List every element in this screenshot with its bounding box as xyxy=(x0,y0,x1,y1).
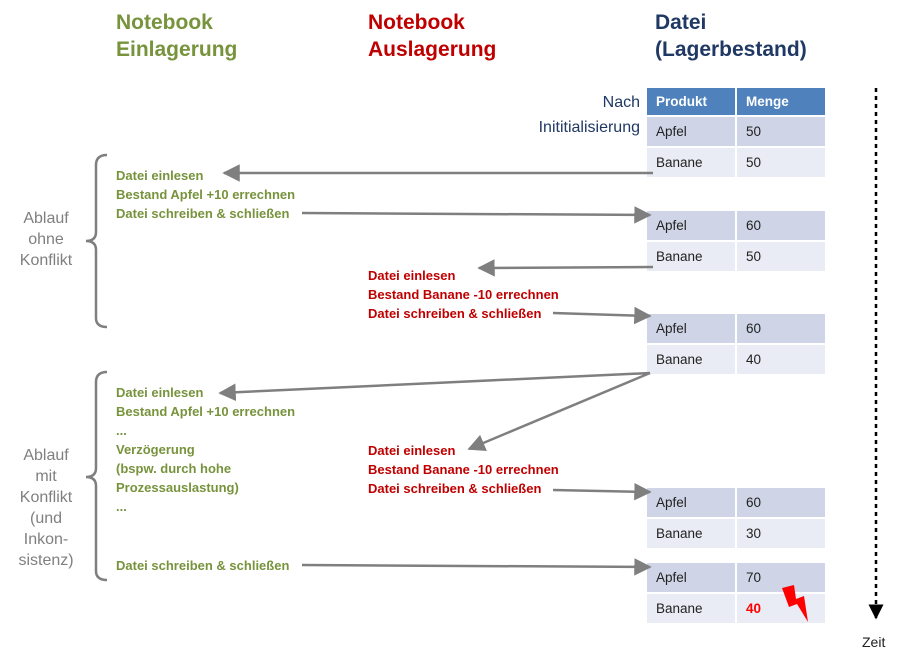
cell-produkt: Banane xyxy=(647,519,735,548)
cell-menge: 70 xyxy=(735,563,825,592)
arrow-write-2 xyxy=(552,306,652,325)
arrow-read-3-red xyxy=(467,371,651,451)
lightning-warning-icon xyxy=(782,585,808,622)
init-label-line2: Inititialisierung xyxy=(538,119,640,136)
side-label-mit-konflikt: Ablauf mit Konflikt (und Inkon- sistenz) xyxy=(10,445,82,571)
side-label-ohne-line1: Ablauf xyxy=(23,210,69,227)
cell-produkt: Banane xyxy=(647,594,735,623)
cell-menge: 50 xyxy=(735,117,825,146)
cell-menge: 60 xyxy=(735,314,825,343)
time-axis-label: Zeit xyxy=(862,634,886,650)
arrow-write-3-green xyxy=(301,558,652,576)
cell-produkt: Banane xyxy=(647,242,735,271)
arrow-read-2 xyxy=(477,259,654,277)
side-label-mit-line6: sistenz) xyxy=(18,552,74,569)
header-einlagerung: Notebook Einlagerung xyxy=(116,9,237,63)
step-text: Verzögerung xyxy=(116,442,195,457)
side-label-mit-line3: Konflikt xyxy=(19,489,73,506)
column-header-menge: Menge xyxy=(735,88,825,115)
table-row: Apfel 60 xyxy=(647,488,825,517)
cell-menge: 60 xyxy=(735,488,825,517)
table-row: Apfel 70 xyxy=(647,563,825,592)
arrow-write-3-red xyxy=(552,482,652,501)
step-text: Datei schreiben & schließen xyxy=(368,306,542,321)
header-einlagerung-line2: Einlagerung xyxy=(116,38,238,61)
step-text: Prozessauslastung) xyxy=(116,480,239,495)
step-text: Datei einlesen xyxy=(368,268,456,283)
steps-ohne-einlagerung: Datei einlesen Bestand Apfel +10 errechn… xyxy=(116,166,295,223)
table-row: Banane 30 xyxy=(647,517,825,548)
cell-produkt: Apfel xyxy=(647,117,735,146)
arrow-read-3-green xyxy=(218,371,651,402)
header-auslagerung: Notebook Auslagerung xyxy=(368,9,496,63)
step-text: (bspw. durch hohe xyxy=(116,461,232,476)
table-row: Banane 40 xyxy=(647,592,825,623)
side-label-mit-line2: mit xyxy=(35,468,57,485)
table-state-2: Apfel 60 Banane 40 xyxy=(647,314,825,374)
steps-mit-auslagerung: Datei einlesen Bestand Banane -10 errech… xyxy=(368,441,559,498)
step-text: Datei schreiben & schließen xyxy=(368,481,542,496)
steps-ohne-auslagerung: Datei einlesen Bestand Banane -10 errech… xyxy=(368,266,559,323)
step-text: ... xyxy=(116,499,127,514)
table-state-1: Apfel 60 Banane 50 xyxy=(647,211,825,271)
side-label-mit-line1: Ablauf xyxy=(23,447,69,464)
table-row: Banane 40 xyxy=(647,343,825,374)
step-text: Bestand Banane -10 errechnen xyxy=(368,287,559,302)
cell-produkt: Apfel xyxy=(647,314,735,343)
table-state-4: Apfel 70 Banane 40 xyxy=(647,563,825,623)
cell-produkt: Apfel xyxy=(647,211,735,240)
table-state-3: Apfel 60 Banane 30 xyxy=(647,488,825,548)
step-text: Datei einlesen xyxy=(116,385,204,400)
cell-menge-inconsistent: 40 xyxy=(735,594,825,623)
init-label: Nach Inititialisierung xyxy=(539,90,640,140)
init-label-line1: Nach xyxy=(602,94,640,111)
step-text: Bestand Apfel +10 errechnen xyxy=(116,187,296,202)
cell-menge: 30 xyxy=(735,519,825,548)
table-row: Banane 50 xyxy=(647,146,825,177)
cell-produkt: Apfel xyxy=(647,488,735,517)
step-text: Datei schreiben & schließen xyxy=(116,206,290,221)
step-text: ... xyxy=(116,423,127,438)
cell-menge: 60 xyxy=(735,211,825,240)
cell-produkt: Banane xyxy=(647,345,735,374)
header-einlagerung-line1: Notebook xyxy=(116,11,213,34)
cell-produkt: Banane xyxy=(647,148,735,177)
cell-menge: 50 xyxy=(735,148,825,177)
header-datei: Datei (Lagerbestand) xyxy=(655,9,807,63)
step-text: Bestand Apfel +10 errechnen xyxy=(116,404,296,419)
table-row: Apfel 60 xyxy=(647,314,825,343)
step-text: Bestand Banane -10 errechnen xyxy=(368,462,559,477)
side-label-ohne-konflikt: Ablauf ohne Konflikt xyxy=(10,208,82,271)
cell-menge: 50 xyxy=(735,242,825,271)
step-text: Datei einlesen xyxy=(368,443,456,458)
step-text: Datei einlesen xyxy=(116,168,204,183)
arrow-write-1 xyxy=(301,206,652,224)
step-text: Datei schreiben & schließen xyxy=(116,558,290,573)
column-header-produkt: Produkt xyxy=(647,88,735,115)
table-row: Banane 50 xyxy=(647,240,825,271)
steps-mit-einlagerung: Datei einlesen Bestand Apfel +10 errechn… xyxy=(116,383,295,516)
table-initial: Produkt Menge Apfel 50 Banane 50 xyxy=(647,88,825,177)
side-label-ohne-line2: ohne xyxy=(28,231,64,248)
header-datei-line2: (Lagerbestand) xyxy=(655,38,807,61)
header-datei-line1: Datei xyxy=(655,11,707,34)
bracket-ohne-konflikt xyxy=(85,153,108,329)
bracket-mit-konflikt xyxy=(85,370,108,582)
table-row: Apfel 60 xyxy=(647,211,825,240)
cell-produkt: Apfel xyxy=(647,563,735,592)
cell-menge: 40 xyxy=(735,345,825,374)
side-label-ohne-line3: Konflikt xyxy=(19,252,73,269)
side-label-mit-line4: (und xyxy=(29,510,63,527)
header-auslagerung-line1: Notebook xyxy=(368,11,465,34)
table-row: Apfel 50 xyxy=(647,115,825,146)
header-auslagerung-line2: Auslagerung xyxy=(368,38,497,61)
table-header-row: Produkt Menge xyxy=(647,88,825,115)
side-label-mit-line5: Inkon- xyxy=(23,531,69,548)
steps-mit-einlagerung-last: Datei schreiben & schließen xyxy=(116,556,289,575)
